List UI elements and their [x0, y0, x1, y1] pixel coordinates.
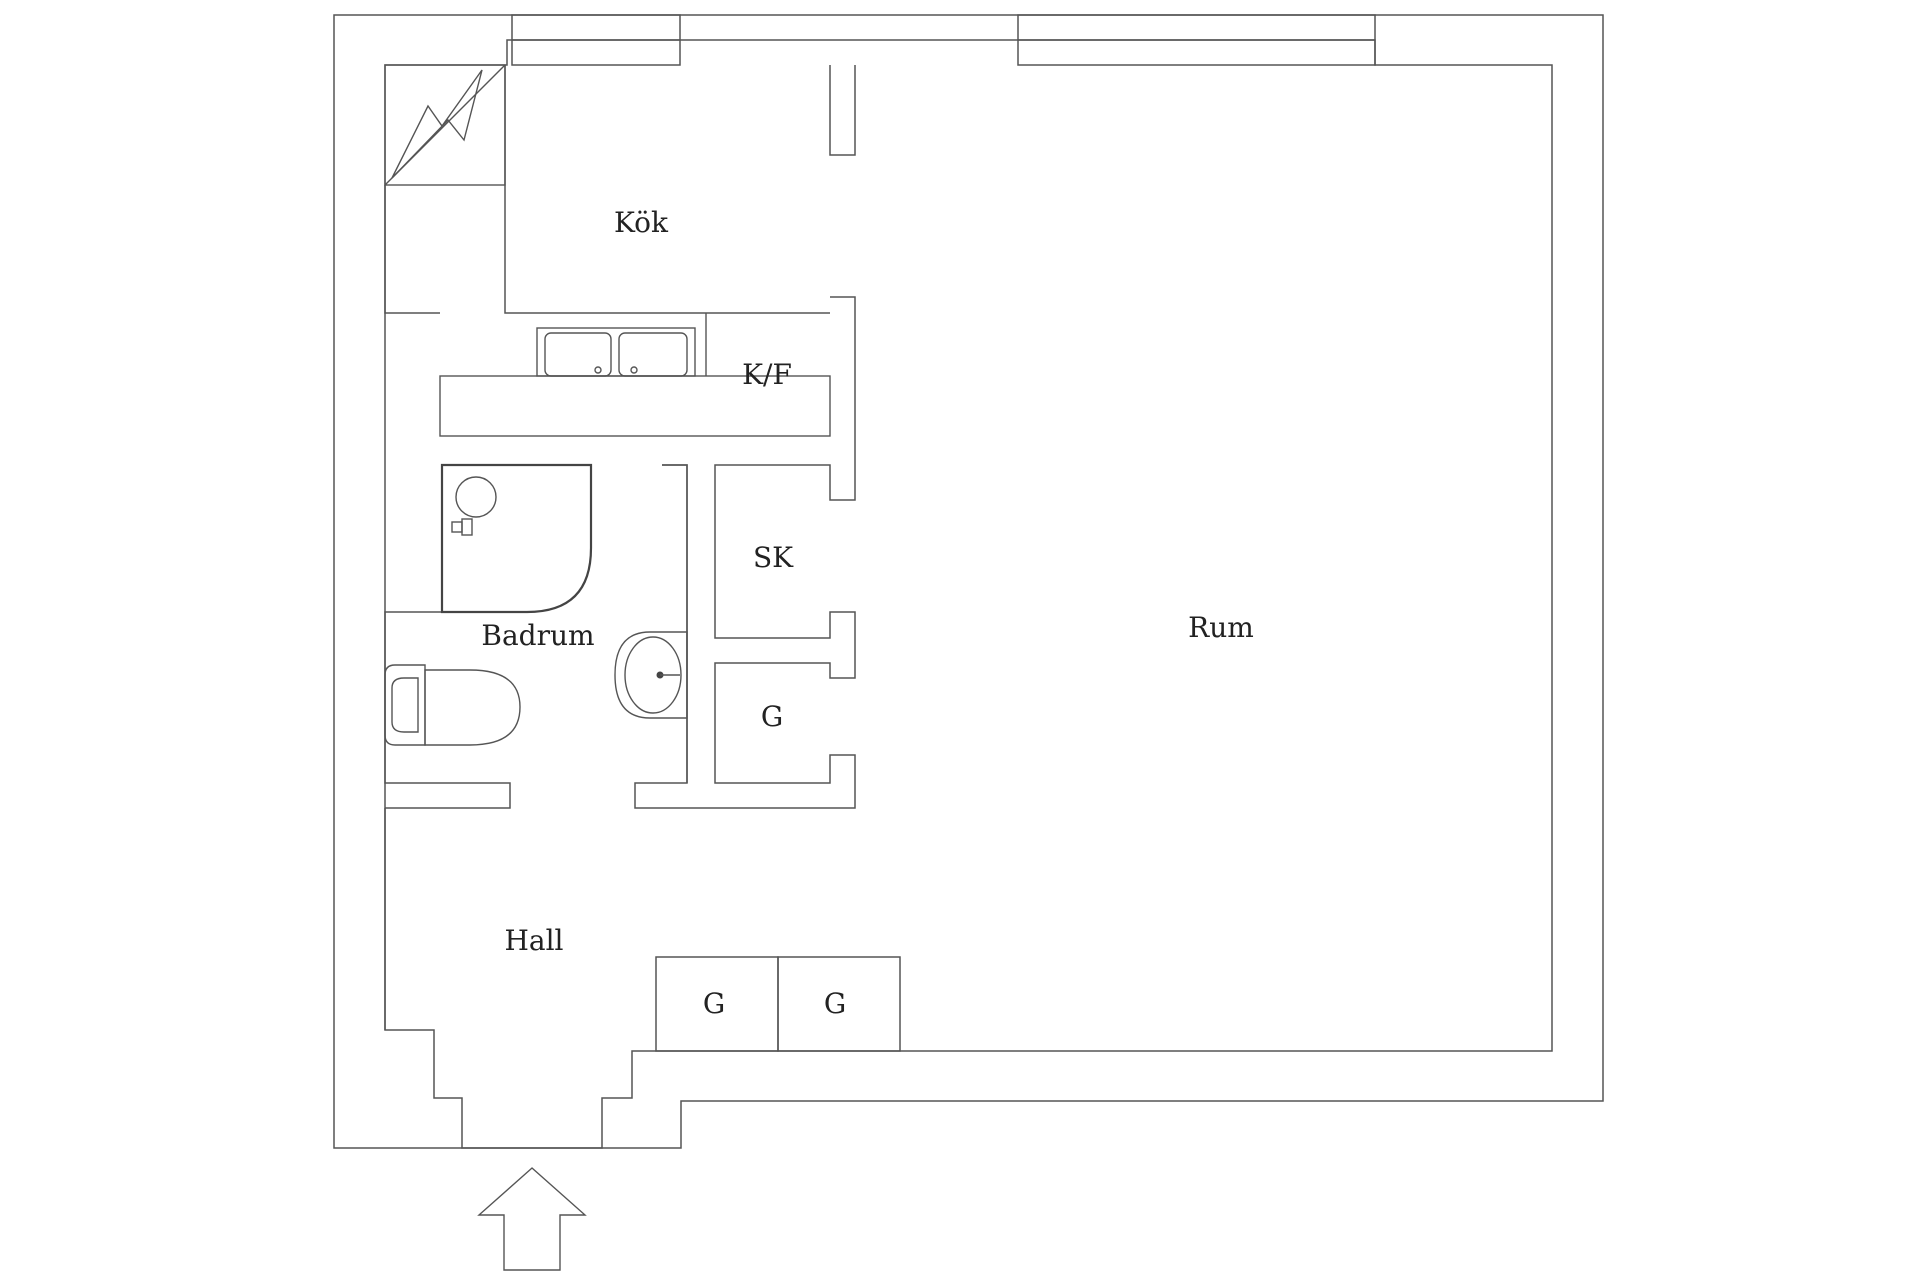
windows: [511, 14, 1376, 66]
room-label-kf: K/F: [742, 358, 792, 391]
room-label-kok: Kök: [614, 206, 669, 239]
outer-walls: [333, 14, 1604, 1149]
room-label-g-hall-1: G: [703, 987, 725, 1020]
lightning-icon: [384, 64, 506, 186]
toilet: [384, 664, 521, 746]
room-label-sk: SK: [753, 541, 794, 574]
shower: [440, 463, 593, 614]
room-label-rum: Rum: [1188, 611, 1254, 644]
room-label-hall: Hall: [504, 924, 563, 957]
room-label-badrum: Badrum: [481, 619, 594, 652]
room-label-g-closet: G: [761, 700, 783, 733]
up-arrow-icon: [477, 1167, 587, 1271]
bathroom-sink: [614, 631, 688, 719]
hall-closets: [655, 956, 901, 1052]
kitchen-counter: [439, 313, 831, 437]
room-label-g-hall-2: G: [824, 987, 846, 1020]
